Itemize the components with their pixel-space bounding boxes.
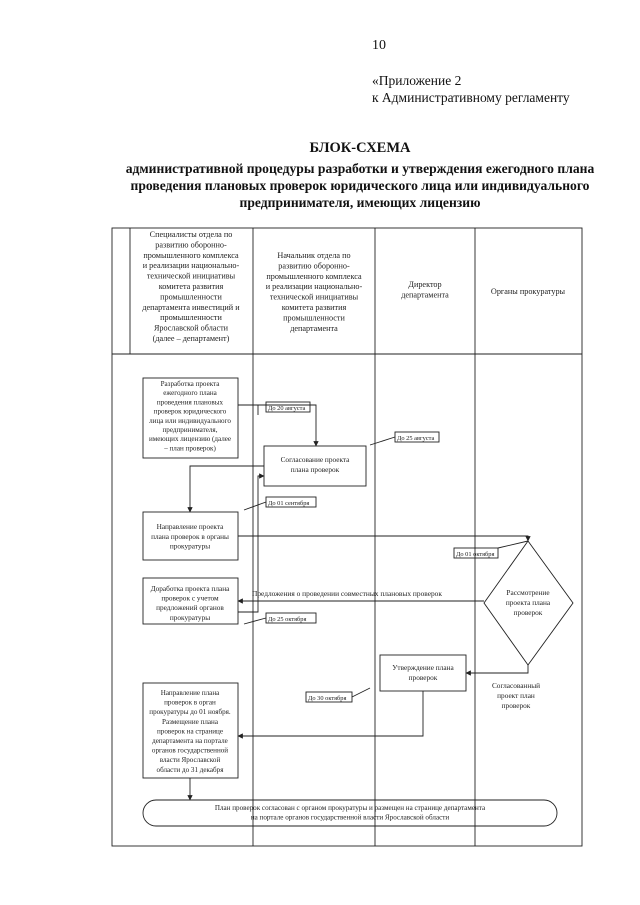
lane-header-1-line: Ярославской области — [154, 324, 229, 333]
decision-review-line: Рассмотрение — [506, 588, 549, 597]
box-final-line: План проверок согласован с органом проку… — [215, 804, 486, 812]
box-send-publish-line: проверок на странице — [157, 727, 223, 735]
swimlane-grid — [111, 227, 583, 847]
page-number: 10 — [372, 38, 386, 53]
agreed-draft-line: проверок — [502, 701, 531, 710]
box-send-publish-line: проверок в орган — [164, 699, 216, 707]
lane-header-1-line: (далее – департамент) — [153, 334, 230, 343]
box-draft-plan-line: проверок юридического — [154, 408, 227, 416]
box-send-publish-line: органов государственной — [152, 747, 228, 755]
deadline-tags — [243, 401, 529, 703]
box-revise-draft-line: Доработка проекта плана — [151, 584, 230, 593]
lane-header-1-line: комитета развития — [159, 282, 224, 291]
lane-header-2-line: промышленности — [283, 313, 345, 322]
box-send-publish-line: власти Ярославской — [160, 756, 221, 764]
lane-header-2-line: развитию оборонно- — [278, 261, 350, 270]
box-send-draft-line: Направление проекта — [157, 522, 225, 531]
box-approve-plan-line: проверок — [409, 673, 438, 682]
box-draft-plan — [142, 377, 239, 459]
box-approve-draft-line: Согласование проекта — [281, 455, 351, 464]
agreed-draft-line: проект план — [497, 691, 535, 700]
proposals-label: Предложения о проведении совместных план… — [252, 589, 442, 598]
agreed-draft-line: Согласованный — [492, 681, 540, 690]
box-revise-draft-line: предложений органов — [156, 603, 224, 612]
box-approve-plan-line: Утверждение плана — [392, 663, 454, 672]
deadline-sep01: До 01 сентября — [268, 500, 309, 507]
appendix-line-2: к Административному регламенту — [372, 90, 570, 105]
box-send-draft-line: плана проверок в органы — [151, 532, 229, 541]
deadline-aug20: До 20 августа — [268, 405, 306, 412]
deadline-oct01: До 01 октября — [456, 551, 494, 558]
lane-header-2-line: департамента — [290, 324, 338, 333]
box-send-publish-text: Направление плана проверок в органпрокура… — [149, 689, 231, 774]
box-draft-plan-line: ежегодного плана — [163, 389, 217, 397]
lane-header-1-line: промышленности — [160, 313, 222, 322]
box-draft-plan-line: проведения плановых — [157, 398, 224, 406]
lane-header-2-line: и реализации национально- — [266, 282, 363, 291]
lane-header-2-line: технической инициативы — [270, 293, 359, 302]
box-send-publish-line: Размещение плана — [162, 718, 219, 726]
lane-header-1-line: департамента инвестиций и — [142, 303, 240, 312]
box-draft-plan-line: лица или индивидуального — [149, 417, 231, 425]
diagram-title: БЛОК-СХЕМА — [309, 140, 411, 156]
box-draft-plan-line: предпринимателя, — [163, 426, 218, 434]
diagram-subtitle: административной процедуры разработки и … — [125, 161, 595, 210]
lane-header-1-line: технической инициативы — [147, 272, 236, 281]
lane-header-1-line: промышленности — [160, 292, 222, 301]
box-revise-draft-line: прокуратуры — [170, 613, 210, 622]
box-revise-draft-line: проверок с учетом — [161, 594, 219, 603]
box-send-publish-line: департамента на портале — [152, 737, 228, 745]
lane-header-1-line: и реализации национально- — [143, 261, 240, 270]
box-draft-plan-line: имеющих лицензию (далее — [149, 435, 231, 443]
box-final-text: План проверок согласован с органом проку… — [215, 804, 486, 822]
deadline-oct25: До 25 октября — [268, 616, 306, 623]
appendix-line-1: «Приложение 2 — [372, 73, 462, 88]
box-approve-draft-line: плана проверок — [291, 465, 340, 474]
lane-header-1-line: Специалисты отдела по — [150, 230, 233, 239]
box-send-draft-line: прокуратуры — [170, 542, 210, 551]
lane-header-3-line: департамента — [401, 290, 449, 299]
lane-header-3-line: Директор — [408, 280, 441, 289]
appendix-header: «Приложение 2 к Административному реглам… — [372, 72, 570, 106]
decision-review-line: проекта плана — [506, 598, 551, 607]
decision-review-line: проверок — [514, 608, 543, 617]
connectors — [187, 404, 531, 801]
lane-header-2-line: промышленного комплекса — [266, 272, 362, 281]
box-send-publish-line: Направление плана — [161, 689, 220, 697]
box-final-line: на портале органов государственной власт… — [251, 814, 449, 822]
lane-header-2-line: Начальник отдела по — [277, 251, 350, 260]
box-draft-plan-line: Разработка проекта — [161, 380, 221, 388]
box-final — [142, 799, 558, 827]
box-send-publish — [142, 682, 239, 779]
deadline-oct30: До 30 октября — [308, 695, 346, 702]
lane-header-4-line: Органы прокуратуры — [491, 287, 566, 296]
box-send-publish-line: области до 31 декабря — [157, 766, 225, 774]
lane-header-1-line: промышленного комплекса — [143, 251, 239, 260]
box-send-publish-line: прокуратуры до 01 ноября. — [149, 708, 231, 716]
lane-header-1-line: развитию оборонно- — [155, 240, 227, 249]
lane-header-2-line: комитета развития — [282, 303, 347, 312]
deadline-aug25: До 25 августа — [397, 435, 435, 442]
box-draft-plan-line: – план проверок) — [163, 444, 216, 452]
